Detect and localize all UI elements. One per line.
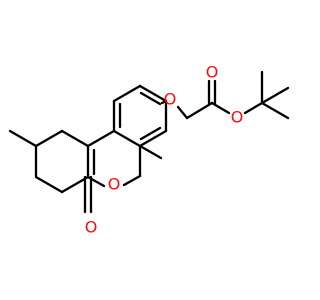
- bond: [139, 91, 162, 106]
- ester-oxygen-label: O: [231, 108, 244, 127]
- lactone-carbonyl-oxygen-label: O: [85, 218, 98, 237]
- bond: [176, 105, 189, 120]
- bond: [34, 129, 64, 148]
- bond: [260, 86, 290, 105]
- bond: [160, 99, 168, 105]
- bond: [112, 129, 142, 148]
- carbonyl-oxygen-label: O: [206, 63, 219, 82]
- bond: [260, 101, 290, 120]
- bond: [243, 101, 264, 115]
- bond-layer: [8, 70, 290, 214]
- ether-oxygen-label: O: [164, 90, 177, 109]
- atom-label-layer: O O O O O: [85, 63, 244, 237]
- bond: [60, 129, 90, 148]
- bond: [112, 84, 142, 103]
- bond: [8, 129, 38, 148]
- bond: [122, 174, 142, 187]
- bond: [60, 175, 90, 194]
- ring-oxygen-label: O: [108, 175, 121, 194]
- molecule-structure: O O O O O: [8, 63, 290, 237]
- bond: [34, 175, 64, 194]
- bond: [185, 101, 214, 120]
- bond: [86, 129, 116, 148]
- bond: [138, 84, 168, 103]
- bond: [210, 101, 231, 115]
- bond: [138, 129, 168, 148]
- bond: [138, 144, 163, 160]
- bond: [139, 126, 162, 141]
